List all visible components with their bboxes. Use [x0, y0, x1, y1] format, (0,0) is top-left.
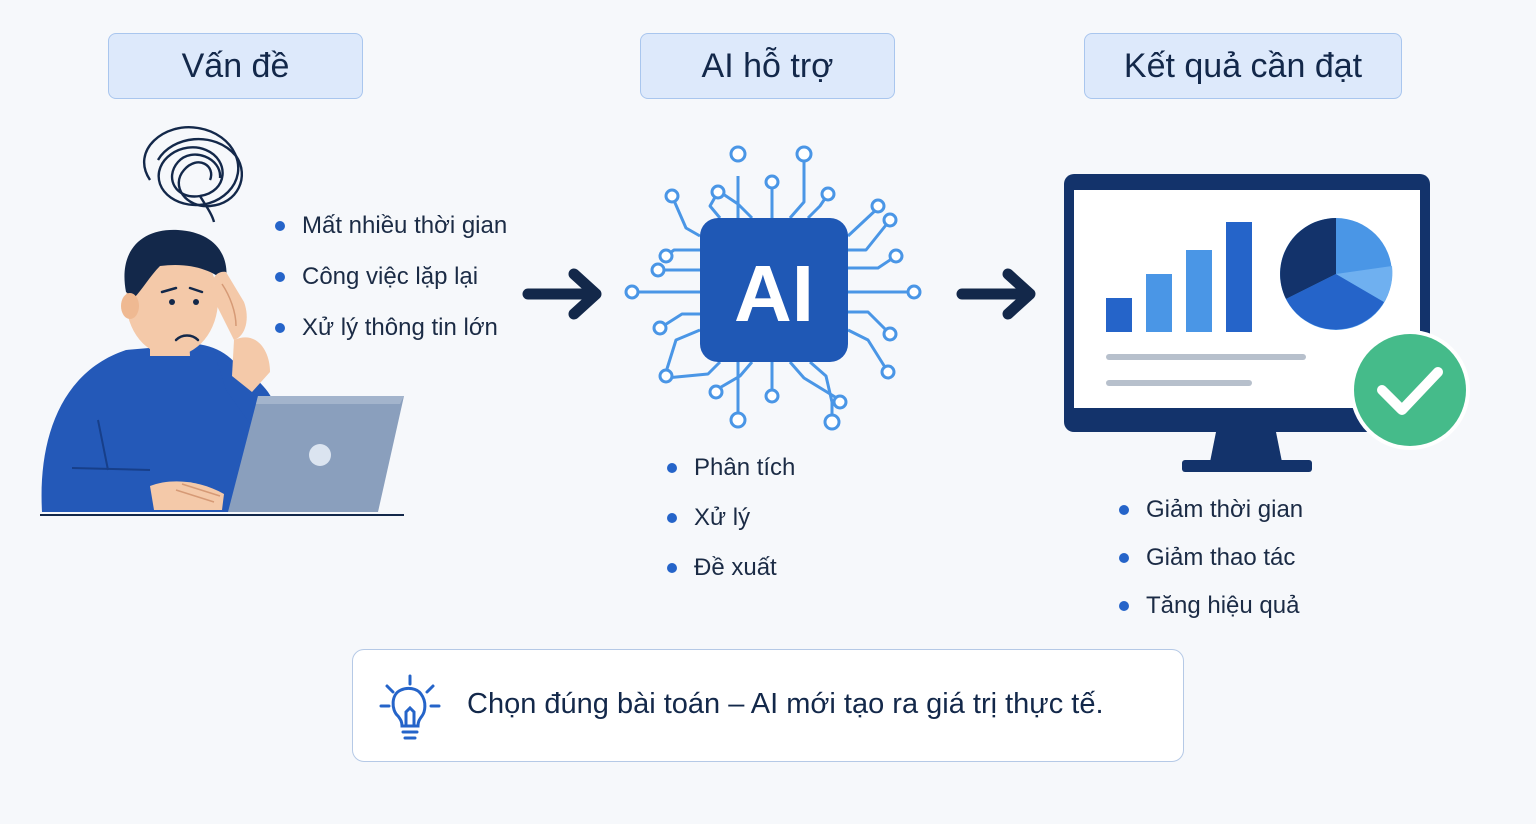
list-item: Xử lý [667, 493, 795, 543]
header-ai-support: AI hỗ trợ [640, 33, 895, 99]
list-item: Xử lý thông tin lớn [275, 302, 507, 353]
header-ai-support-label: AI hỗ trợ [701, 46, 834, 85]
header-result-label: Kết quả cần đạt [1123, 46, 1363, 85]
bullet-dot [1119, 553, 1129, 563]
list-item: Giảm thời gian [1119, 486, 1303, 534]
lightbulb-icon [379, 674, 441, 740]
ai-chip-icon: AI [624, 145, 922, 431]
check-badge-icon [1350, 330, 1470, 450]
list-item-label: Phân tích [694, 454, 796, 481]
bullet-dot [1119, 505, 1129, 515]
header-problem: Vấn đề [108, 33, 363, 99]
ai-support-list: Phân tích Xử lý Đề xuất [667, 443, 795, 593]
result-list: Giảm thời gian Giảm thao tác Tăng hiệu q… [1119, 486, 1303, 630]
list-item: Giảm thao tác [1119, 534, 1303, 582]
list-item-label: Giảm thao tác [1146, 544, 1296, 571]
bullet-dot [667, 563, 677, 573]
header-problem-label: Vấn đề [181, 46, 290, 85]
tip-callout: Chọn đúng bài toán – AI mới tạo ra giá t… [352, 649, 1184, 762]
list-item: Tăng hiệu quả [1119, 582, 1303, 630]
list-item-label: Xử lý thông tin lớn [302, 313, 498, 341]
arrow-right-icon [956, 268, 1036, 320]
list-item: Đề xuất [667, 543, 795, 593]
pie-chart-icon [1280, 218, 1393, 330]
bar-chart-icon [1106, 222, 1252, 332]
tangled-thought-icon [143, 125, 244, 223]
list-item: Phân tích [667, 443, 795, 493]
stressed-person-illustration [40, 125, 404, 516]
list-item-label: Xử lý [694, 504, 751, 531]
bullet-dot [275, 271, 285, 282]
list-item-label: Giảm thời gian [1146, 496, 1304, 523]
monitor-dashboard-icon [1064, 174, 1470, 472]
bullet-dot [667, 513, 677, 523]
list-item-label: Mất nhiều thời gian [302, 211, 508, 239]
bullet-dot [667, 463, 677, 473]
bullet-dot [275, 220, 285, 231]
list-item-label: Công việc lặp lại [302, 262, 479, 290]
list-item-label: Tăng hiệu quả [1146, 592, 1300, 619]
laptop-icon [228, 396, 404, 512]
problem-list: Mất nhiều thời gian Công việc lặp lại Xử… [275, 200, 507, 353]
bullet-dot [275, 322, 285, 333]
list-item: Công việc lặp lại [275, 251, 507, 302]
list-item: Mất nhiều thời gian [275, 200, 507, 251]
arrow-right-icon [522, 268, 602, 320]
header-result: Kết quả cần đạt [1084, 33, 1402, 99]
tip-text: Chọn đúng bài toán – AI mới tạo ra giá t… [467, 688, 1104, 720]
bullet-dot [1119, 601, 1129, 611]
ai-chip-label: AI [734, 249, 814, 338]
list-item-label: Đề xuất [694, 554, 777, 581]
